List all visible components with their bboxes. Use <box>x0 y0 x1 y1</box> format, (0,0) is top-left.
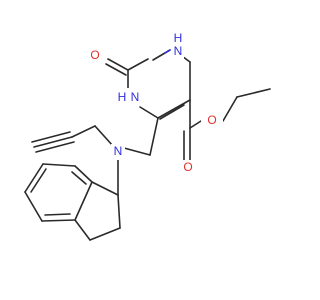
atom-o-carbonyl: O <box>90 48 99 62</box>
atom-o-ester-double: O <box>183 160 192 174</box>
bond-c2-o <box>107 58 129 71</box>
label-bg-n-amine <box>111 144 125 160</box>
bond-benz-2 <box>41 219 76 222</box>
bond-alkyne-1 <box>33 136 73 148</box>
bond-ethyl-1-2 <box>236 88 271 98</box>
atom-n-top: N <box>174 44 183 58</box>
bond-c5-c6 <box>157 99 191 119</box>
bond-c2-top <box>127 58 149 71</box>
bond-benz-4b <box>30 168 47 193</box>
bond-indane-c2-c3 <box>89 227 121 241</box>
bond-indane-c1-c7a <box>91 181 119 196</box>
bond-benz-6b <box>71 171 87 185</box>
bond-propargyl-ch2-c <box>71 125 96 138</box>
bond-benz-4 <box>24 163 44 193</box>
atom-h-top: H <box>174 31 183 45</box>
bond-indane-c1-c2 <box>117 194 121 229</box>
bond-benz-2b <box>44 213 71 216</box>
atom-n-left: N <box>131 90 140 104</box>
label-bg-o-ester-double <box>181 160 195 176</box>
bond-alkyne-3 <box>35 141 75 153</box>
label-bg-nh-left <box>116 88 142 106</box>
atom-o-ester-single: O <box>207 113 216 127</box>
bond-indane-c3-c3a <box>74 219 91 241</box>
bond-n3-c2-half <box>164 49 171 54</box>
bond-c6-n1 <box>139 106 159 119</box>
label-bg-o-ester-single <box>201 113 223 129</box>
bond-n-propargyl-ch2 <box>94 125 114 147</box>
bond-c5-c6-double <box>159 104 185 120</box>
label-bg-nh-top <box>172 33 184 59</box>
bond-ch2-n <box>123 147 151 156</box>
bond-cester-o-single <box>189 120 202 129</box>
bond-benz-1 <box>74 181 93 221</box>
molecule-structure-diagram: O H N H N N O O <box>24 31 271 241</box>
label-bg-o-carbonyl <box>88 48 102 64</box>
bond-alkyne-2 <box>31 131 71 143</box>
atom-h-left: H <box>118 90 127 104</box>
atom-n-amine: N <box>114 144 123 158</box>
bond-o-ethyl-1 <box>222 96 238 122</box>
bond-c2-o-double <box>105 63 127 76</box>
bond-benz-5 <box>42 163 76 167</box>
bond-benz-3 <box>24 191 43 222</box>
bond-c6-ch2 <box>149 117 159 156</box>
bond-benz-6 <box>74 165 93 183</box>
